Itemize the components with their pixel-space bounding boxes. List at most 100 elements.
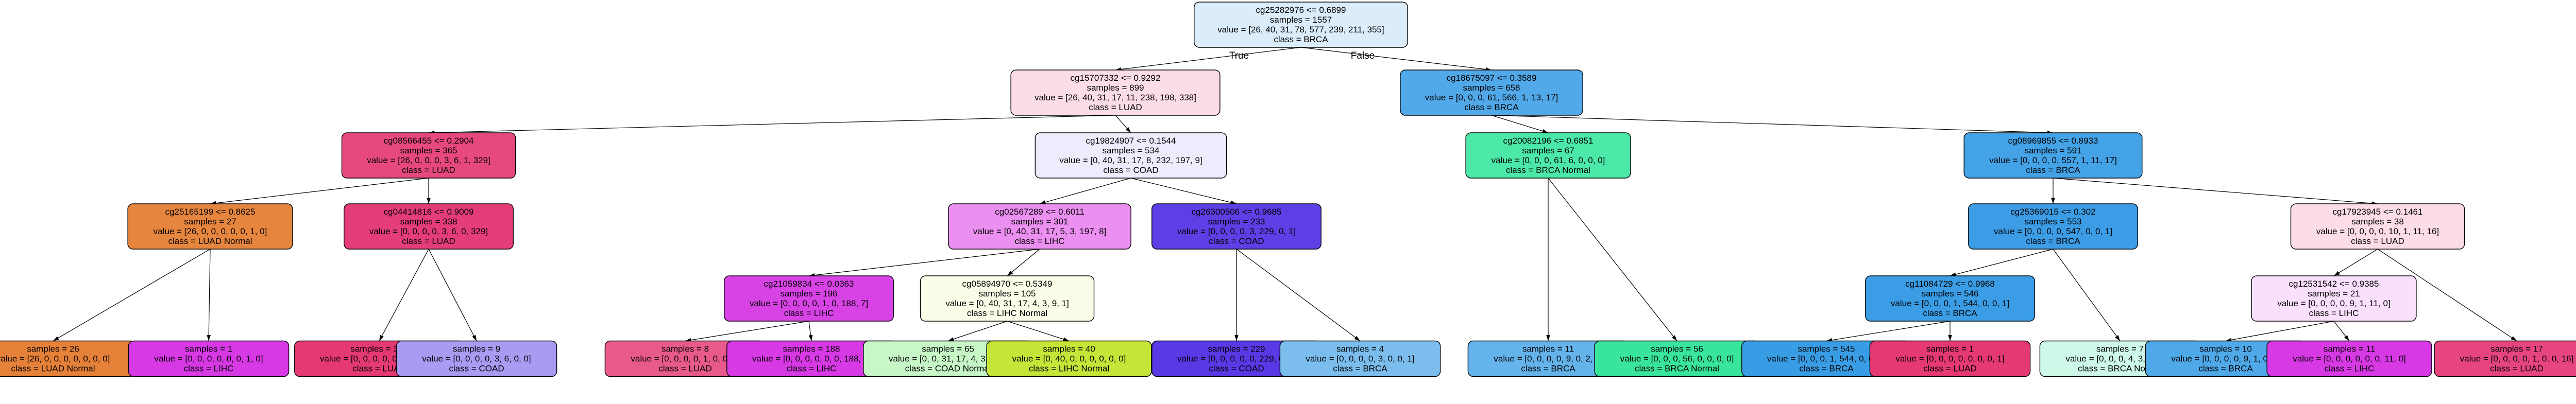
node-text-line: value = [0, 0, 0, 1, 544, 0, 0, 1]: [1891, 298, 2009, 308]
node-text-line: value = [0, 0, 0, 0, 0, 229, 0, 0]: [1177, 354, 1296, 364]
node-box: [1869, 340, 2031, 377]
node-text-line: value = [0, 0, 0, 0, 3, 229, 0, 1]: [1177, 226, 1296, 236]
tree-edge: [1491, 115, 1549, 133]
node-box: [1279, 340, 1441, 377]
node-box: [344, 203, 514, 250]
node-text-line: value = [0, 0, 0, 0, 0, 0, 11, 0]: [2293, 354, 2405, 364]
node-text-line: samples = 65: [922, 344, 974, 354]
node-text-line: samples = 233: [1208, 217, 1265, 226]
tree-edge: [1115, 47, 1301, 71]
node-text-line: samples = 9: [453, 344, 500, 354]
tree-edge: [428, 115, 1116, 133]
node-box: [1963, 132, 2143, 179]
node-text-line: class = BRCA: [2026, 236, 2080, 246]
node-text-line: class = COAD Normal: [905, 364, 991, 374]
node-text-line: class = LUAD: [1923, 364, 1976, 374]
node-text-line: value = [0, 0, 0, 0, 547, 0, 0, 1]: [1994, 226, 2112, 236]
node-text-line: class = BRCA: [1333, 364, 1387, 374]
edge-arrowhead: [1542, 129, 1548, 133]
node-text-line: class = LIHC: [2325, 364, 2375, 374]
node-text-line: class = BRCA: [1799, 364, 1854, 374]
node-text-line: class = LIHC: [184, 364, 234, 374]
node-text-line: value = [0, 0, 0, 0, 9, 1, 0, 0]: [2171, 354, 2280, 364]
node-box: [1865, 275, 2035, 322]
tree-edge: [1548, 178, 1677, 341]
tree-edge: [1130, 178, 1237, 204]
node-box: [127, 203, 293, 250]
node-text-line: class = LIHC: [784, 308, 834, 318]
node-text-line: samples = 7: [2096, 344, 2144, 354]
node-text-line: class = BRCA: [1923, 308, 1977, 318]
node-text-line: value = [0, 0, 0, 1, 544, 0, 0, 0]: [1767, 354, 1886, 364]
node-text-line: class = BRCA: [2026, 165, 2080, 175]
node-text-line: value = [0, 0, 0, 0, 1, 0, 188, 7]: [750, 298, 868, 308]
node-text-line: value = [26, 0, 0, 0, 0, 0, 0, 0]: [0, 354, 110, 364]
node-text-line: samples = 338: [400, 217, 457, 226]
node-text-line: samples = 10: [2199, 344, 2252, 354]
edge-arrowhead: [1063, 337, 1069, 341]
node-text-line: class = LIHC: [2309, 308, 2359, 318]
node-text-line: class = BRCA Normal: [1635, 364, 1719, 374]
node-text-line: value = [26, 0, 0, 0, 3, 6, 1, 329]: [367, 155, 490, 165]
tree-edge: [210, 178, 429, 204]
node-text-line: samples = 4: [1336, 344, 1384, 354]
node-box: [1968, 203, 2138, 250]
node-text-line: class = LUAD: [2490, 364, 2543, 374]
node-text-line: value = [0, 0, 0, 0, 10, 1, 11, 16]: [2316, 226, 2439, 236]
edge-arrowhead: [1230, 200, 1236, 204]
tree-edge: [2225, 321, 2334, 342]
node-text-line: samples = 1557: [1270, 15, 1332, 25]
node-text-line: cg18675097 <= 0.3589: [1447, 73, 1537, 83]
node-text-line: samples = 1: [1926, 344, 1974, 354]
tree-edge: [947, 321, 1008, 342]
node-text-line: value = [0, 40, 31, 17, 5, 3, 197, 8]: [973, 226, 1107, 236]
node-text-line: value = [26, 40, 31, 78, 577, 239, 211, …: [1217, 25, 1384, 34]
node-text-line: value = [0, 40, 31, 17, 8, 232, 197, 9]: [1059, 155, 1202, 165]
node-box: [948, 203, 1131, 250]
node-text-line: class = COAD: [1209, 364, 1264, 374]
node-box: [2290, 203, 2465, 250]
edge-arrowhead: [948, 337, 954, 341]
tree-edge: [2053, 249, 2121, 341]
node-box: [1194, 2, 1408, 48]
node-text-line: samples = 196: [780, 289, 837, 298]
node-text-line: value = [0, 0, 0, 0, 0, 0, 0, 1]: [1895, 354, 2004, 364]
edge-arrowhead: [1040, 200, 1046, 204]
node-text-line: samples = 545: [1798, 344, 1855, 354]
node-box: [2266, 340, 2432, 377]
node-box: [1035, 132, 1227, 179]
node-text-line: samples = 365: [400, 146, 457, 155]
tree-edge: [1007, 321, 1070, 342]
edge-arrowhead: [207, 335, 211, 341]
edge-arrowhead: [427, 198, 431, 204]
node-text-line: class = LUAD: [352, 364, 405, 374]
node-text-line: value = [0, 0, 0, 0, 0, 0, 1, 0]: [154, 354, 263, 364]
node-text-line: value = [0, 0, 0, 0, 9, 1, 11, 0]: [2277, 298, 2390, 308]
node-text-line: samples = 301: [1011, 217, 1068, 226]
node-box: [341, 132, 516, 179]
tree-edge: [1007, 249, 1040, 276]
node-text-line: class = LUAD: [402, 236, 455, 246]
tree-edge: [1826, 321, 1951, 342]
node-text-line: value = [0, 0, 0, 0, 3, 6, 0, 0]: [422, 354, 531, 364]
node-box: [986, 340, 1152, 377]
edge-arrowhead: [1950, 272, 1956, 276]
node-text-line: cg19824907 <= 0.1544: [1086, 136, 1176, 146]
node-text-line: cg25165199 <= 0.8625: [165, 207, 256, 217]
